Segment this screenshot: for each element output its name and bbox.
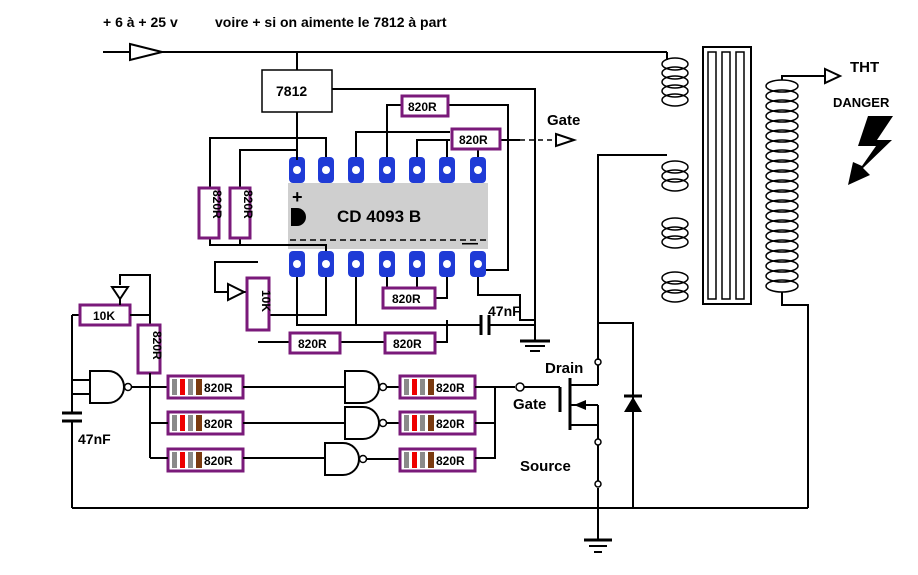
ic-minus: — bbox=[462, 235, 478, 252]
regulator-7812: 7812 bbox=[261, 52, 536, 340]
resistor-r5: 820R bbox=[381, 286, 437, 310]
drain-label: Drain bbox=[545, 360, 583, 377]
svg-text:820R: 820R bbox=[436, 417, 465, 431]
svg-text:10K: 10K bbox=[259, 290, 273, 312]
ic-pins-bottom bbox=[289, 251, 486, 277]
svg-text:820R: 820R bbox=[459, 133, 488, 147]
secondary-return-wire bbox=[781, 292, 809, 508]
capacitor-upper: 47nF bbox=[447, 303, 535, 335]
nand-gate-2 bbox=[344, 406, 400, 440]
tht-label: THT bbox=[850, 59, 879, 76]
ic-label: CD 4093 B bbox=[337, 207, 421, 226]
banded-resistor-l2: 820R bbox=[166, 410, 245, 436]
svg-text:820R: 820R bbox=[150, 331, 164, 360]
svg-text:820R: 820R bbox=[408, 100, 437, 114]
svg-text:820R: 820R bbox=[204, 381, 233, 395]
lightning-bolt-icon bbox=[848, 116, 893, 185]
resistor-r3: 820R bbox=[197, 186, 224, 240]
gate-label: Gate bbox=[513, 396, 546, 413]
regulator-label: 7812 bbox=[276, 83, 307, 99]
resistor-r2: 820R bbox=[450, 127, 502, 151]
banded-resistor-r3: 820R bbox=[398, 447, 477, 473]
nand-gate-3 bbox=[324, 442, 400, 476]
tht-wire bbox=[781, 75, 825, 80]
oscillator-left: 10K 820R 47nF bbox=[62, 274, 168, 508]
diode bbox=[598, 322, 642, 508]
ic-notch-icon bbox=[291, 208, 306, 226]
resistor-r1: 820R bbox=[400, 94, 450, 118]
ground-rail bbox=[72, 488, 808, 553]
svg-text:820R: 820R bbox=[210, 190, 224, 219]
svg-text:820R: 820R bbox=[298, 337, 327, 351]
banded-resistor-r2: 820R bbox=[398, 410, 477, 436]
banded-resistor-l3: 820R bbox=[166, 447, 245, 473]
gate-output: Gate bbox=[520, 112, 580, 148]
buffer-gate-icon bbox=[227, 282, 247, 302]
supply-arrow-icon bbox=[129, 42, 163, 62]
banded-resistor-l1: 820R bbox=[166, 374, 245, 400]
supply-rail bbox=[103, 42, 668, 62]
svg-text:820R: 820R bbox=[436, 454, 465, 468]
nand-gate-left-icon bbox=[89, 370, 125, 404]
gate-bus-wiring bbox=[475, 382, 560, 459]
capacitor-lower-label: 47nF bbox=[78, 431, 111, 447]
gate-output-label: Gate bbox=[547, 112, 580, 129]
gate-arrow-icon bbox=[555, 132, 578, 148]
svg-text:820R: 820R bbox=[204, 417, 233, 431]
source-label: Source bbox=[520, 458, 571, 475]
schmitt-buffer-icon bbox=[110, 286, 130, 301]
danger-label: DANGER bbox=[833, 95, 890, 110]
supply-note: voire + si on aimente le 7812 à part bbox=[215, 14, 447, 30]
svg-text:820R: 820R bbox=[393, 337, 422, 351]
transformer-core bbox=[702, 46, 752, 305]
ic-wiring bbox=[209, 104, 535, 343]
resistor-r6: 820R bbox=[288, 331, 342, 355]
resistor-r4: 820R bbox=[228, 186, 255, 240]
svg-text:820R: 820R bbox=[392, 292, 421, 306]
resistor-r7: 820R bbox=[383, 331, 437, 355]
svg-text:820R: 820R bbox=[436, 381, 465, 395]
nand-gate-1 bbox=[344, 370, 400, 404]
left-bus-wiring bbox=[150, 386, 345, 459]
resistor-10k-vertical: 10K bbox=[245, 276, 273, 332]
transformer-primary bbox=[661, 57, 689, 303]
supply-label: + 6 à + 25 v bbox=[103, 14, 178, 30]
transformer-secondary bbox=[765, 79, 799, 293]
drain-wiring bbox=[597, 154, 667, 360]
mosfet: Drain Gate Source bbox=[513, 358, 602, 488]
capacitor-upper-label: 47nF bbox=[488, 303, 521, 319]
svg-text:10K: 10K bbox=[93, 309, 115, 323]
svg-text:820R: 820R bbox=[241, 190, 255, 219]
svg-text:820R: 820R bbox=[204, 454, 233, 468]
banded-resistor-r1: 820R bbox=[398, 374, 477, 400]
ic-cd4093: CD 4093 B + — bbox=[288, 183, 488, 252]
ic-plus: + bbox=[292, 187, 303, 207]
ground-upper bbox=[520, 325, 550, 352]
ic-pins-top bbox=[289, 157, 486, 183]
tht-arrow-icon bbox=[824, 67, 843, 85]
